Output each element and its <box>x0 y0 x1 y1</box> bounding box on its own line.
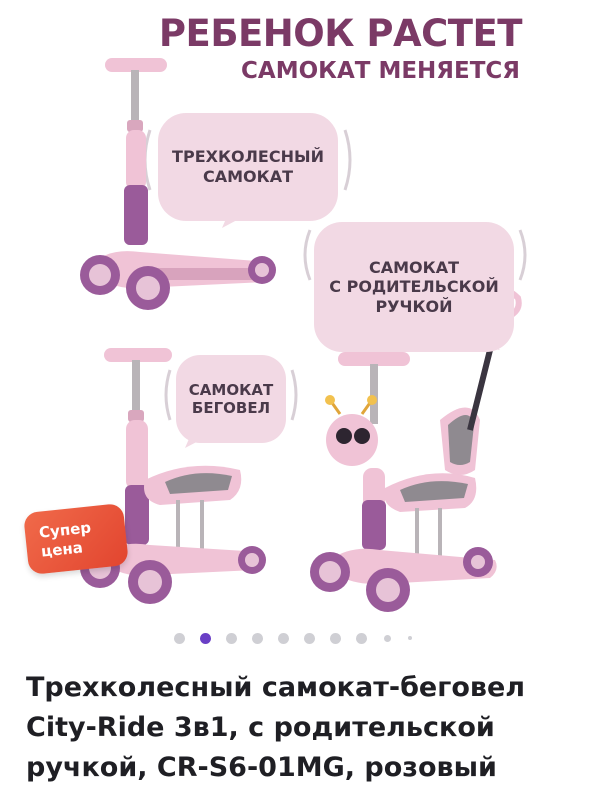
gallery-dot[interactable] <box>408 636 412 640</box>
gallery-dot[interactable] <box>174 633 185 644</box>
callout-parent-handle-line: С РОДИТЕЛЬСКОЙ <box>329 277 499 297</box>
super-price-badge: Супер цена <box>23 502 129 576</box>
gallery-dot[interactable] <box>304 633 315 644</box>
product-image-gallery[interactable]: РЕБЕНОК РАСТЕТ САМОКАТ МЕНЯЕТСЯ ТРЕХКОЛЕ… <box>0 0 600 620</box>
hero-headline: РЕБЕНОК РАСТЕТ <box>158 12 523 55</box>
callout-balance-bike: САМОКАТ БЕГОВЕЛ <box>176 355 286 443</box>
parent-handle-scooter-image <box>310 286 522 612</box>
scooter-illustrations <box>80 58 527 612</box>
product-title: Трехколесный самокат-беговел City-Ride 3… <box>26 672 526 783</box>
gallery-dot[interactable] <box>356 633 367 644</box>
gallery-dot[interactable] <box>384 635 391 642</box>
gallery-dot[interactable] <box>278 633 289 644</box>
callout-parent-handle: САМОКАТ С РОДИТЕЛЬСКОЙ РУЧКОЙ <box>314 222 514 352</box>
callout-tricycle-line: ТРЕХКОЛЕСНЫЙ <box>172 147 324 167</box>
callout-balance-bike-line: САМОКАТ <box>188 380 274 399</box>
gallery-dot[interactable] <box>226 633 237 644</box>
callout-parent-handle-line: РУЧКОЙ <box>375 296 453 316</box>
gallery-dot-active[interactable] <box>200 633 211 644</box>
tricycle-scooter-image <box>80 58 276 310</box>
callout-tricycle: ТРЕХКОЛЕСНЫЙ САМОКАТ <box>158 113 338 221</box>
hero-subheadline: САМОКАТ МЕНЯЕТСЯ <box>241 58 520 84</box>
gallery-pagination <box>0 628 600 648</box>
callout-balance-bike-line: БЕГОВЕЛ <box>191 399 271 417</box>
gallery-dot[interactable] <box>252 633 263 644</box>
gallery-dot[interactable] <box>330 633 341 644</box>
callout-tricycle-line: САМОКАТ <box>202 167 294 186</box>
callout-parent-handle-line: САМОКАТ <box>368 257 459 277</box>
